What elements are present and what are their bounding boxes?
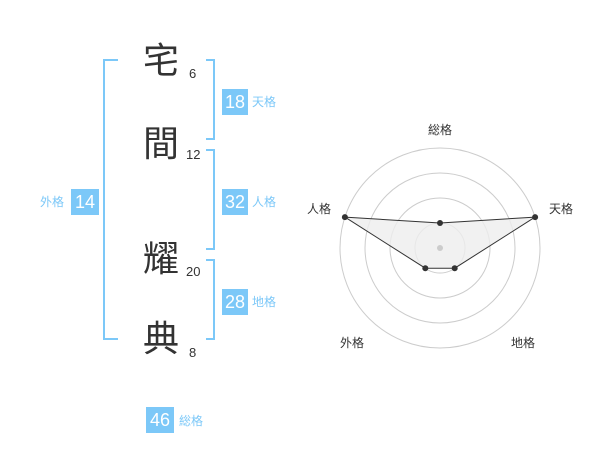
radar-axis-label-chikaku: 地格 xyxy=(511,336,536,350)
radar-ring-4 xyxy=(339,147,541,349)
radar-axis-label-jinkaku: 人格 xyxy=(307,202,332,216)
chikaku-bracket xyxy=(206,259,215,340)
tenkaku-badge: 18 xyxy=(222,89,248,115)
soukaku-badge: 46 xyxy=(146,407,174,433)
soukaku-label: 総格 xyxy=(179,414,204,428)
name-char-4: 典 xyxy=(143,319,180,360)
stroke-count-4: 8 xyxy=(189,345,197,360)
radar-ring-3 xyxy=(364,172,516,324)
gaikaku-bracket xyxy=(103,59,118,340)
tenkaku-label: 天格 xyxy=(252,95,277,109)
radar-shape xyxy=(344,216,536,269)
radar-point-1 xyxy=(437,220,443,226)
gaikaku-label: 外格 xyxy=(40,195,65,209)
radar-point-2 xyxy=(532,214,539,221)
gaikaku-badge: 14 xyxy=(71,189,99,215)
radar-axis-label-tenkaku: 天格 xyxy=(549,202,574,216)
chikaku-label: 地格 xyxy=(252,295,277,309)
name-char-2: 間 xyxy=(143,124,180,165)
radar-ring-2 xyxy=(389,197,491,299)
stroke-count-1: 6 xyxy=(189,66,197,81)
radar-points xyxy=(341,214,539,272)
jinkaku-label: 人格 xyxy=(252,195,277,209)
name-char-3: 耀 xyxy=(143,239,180,280)
chikaku-badge: 28 xyxy=(222,289,248,315)
radar-axis-label-soukaku: 総格 xyxy=(428,123,453,137)
radar-axis-label-gaikaku: 外格 xyxy=(340,336,365,350)
radar-point-3 xyxy=(451,265,458,272)
tenkaku-bracket xyxy=(206,59,215,140)
radar-point-4 xyxy=(422,265,429,272)
stroke-count-3: 20 xyxy=(186,264,201,279)
name-char-1: 宅 xyxy=(143,41,180,82)
jinkaku-badge: 32 xyxy=(222,189,248,215)
jinkaku-bracket xyxy=(206,149,215,250)
stroke-count-2: 12 xyxy=(186,147,201,162)
radar-point-5 xyxy=(341,214,348,221)
radar-center-dot xyxy=(437,245,443,251)
